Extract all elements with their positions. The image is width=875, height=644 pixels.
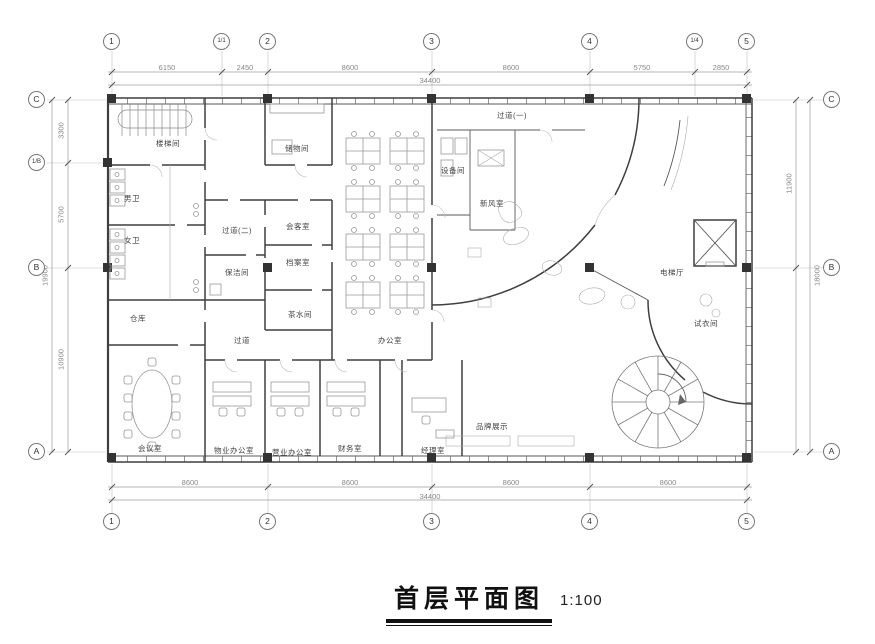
drawing-title: 首层平面图 bbox=[386, 579, 553, 623]
room-label: 财务室 bbox=[338, 444, 362, 453]
dimension-text: 2450 bbox=[236, 63, 254, 72]
dimension-text: 34400 bbox=[419, 76, 441, 85]
room-label: 会客室 bbox=[286, 222, 310, 231]
room-label: 物业办公室 bbox=[214, 446, 254, 455]
elevator-icon bbox=[693, 219, 737, 267]
axis-bubble-1-B: 1/B bbox=[28, 154, 45, 171]
grid-lines bbox=[46, 51, 823, 513]
dimension-lines bbox=[51, 71, 811, 501]
drawing-scale: 1:100 bbox=[560, 592, 603, 609]
room-label: 男卫 bbox=[124, 194, 140, 203]
axis-bubble-4: 4 bbox=[581, 513, 598, 530]
dimension-text: 8600 bbox=[181, 478, 199, 487]
axis-bubble-3: 3 bbox=[423, 513, 440, 530]
dimension-text: 11900 bbox=[784, 173, 794, 194]
dimension-text: 2850 bbox=[712, 63, 730, 72]
dimension-text: 8600 bbox=[341, 63, 359, 72]
curved-walls bbox=[431, 97, 753, 405]
room-label: 设备间 bbox=[441, 166, 465, 175]
axis-bubble-B: B bbox=[28, 259, 45, 276]
room-label: 茶水间 bbox=[288, 310, 312, 319]
room-label: 过道(一) bbox=[497, 111, 527, 120]
room-label: 档案室 bbox=[286, 258, 310, 267]
room-label: 储物间 bbox=[285, 144, 309, 153]
room-label: 试衣间 bbox=[694, 319, 718, 328]
dimension-text: 8600 bbox=[659, 478, 677, 487]
dimension-text: 8600 bbox=[502, 478, 520, 487]
dimension-text: 18000 bbox=[812, 265, 822, 286]
spiral-stair-icon bbox=[611, 355, 705, 449]
dimension-text: 5700 bbox=[56, 206, 66, 223]
axis-bubble-5: 5 bbox=[738, 513, 755, 530]
toilet-fixtures bbox=[109, 165, 199, 300]
columns bbox=[103, 94, 751, 462]
room-label: 仓库 bbox=[130, 314, 146, 323]
room-label: 电梯厅 bbox=[660, 268, 684, 277]
dimension-text: 8600 bbox=[341, 478, 359, 487]
room-label: 营业办公室 bbox=[272, 448, 312, 457]
axis-bubble-2: 2 bbox=[259, 513, 276, 530]
room-label: 过道(二) bbox=[222, 226, 252, 235]
drawing-title-block: 首层平面图 bbox=[386, 579, 553, 626]
room-label: 办公室 bbox=[378, 336, 402, 345]
axis-bubble-5: 5 bbox=[738, 33, 755, 50]
room-label: 保洁间 bbox=[225, 268, 249, 277]
room-label: 品牌展示 bbox=[476, 422, 508, 431]
service-room-walls bbox=[437, 129, 649, 301]
dimension-ticks bbox=[48, 68, 814, 504]
room-label: 楼梯间 bbox=[156, 139, 180, 148]
title-underline bbox=[386, 625, 553, 626]
room-label: 新风室 bbox=[480, 199, 504, 208]
furniture bbox=[123, 103, 505, 451]
dimension-text: 5750 bbox=[633, 63, 651, 72]
axis-bubble-2: 2 bbox=[259, 33, 276, 50]
axis-bubble-1: 1 bbox=[103, 513, 120, 530]
display-items bbox=[445, 201, 721, 447]
axis-bubble-A: A bbox=[823, 443, 840, 460]
axis-bubble-B: B bbox=[823, 259, 840, 276]
axis-bubble-1-1: 1/1 bbox=[213, 33, 230, 50]
door-swings bbox=[149, 127, 553, 373]
dimension-text: 10900 bbox=[56, 349, 66, 370]
dimension-text: 6150 bbox=[158, 63, 176, 72]
dimension-text: 34400 bbox=[419, 492, 441, 501]
axis-bubble-C: C bbox=[823, 91, 840, 108]
dimension-text: 8600 bbox=[502, 63, 520, 72]
axis-bubble-A: A bbox=[28, 443, 45, 460]
axis-bubble-3: 3 bbox=[423, 33, 440, 50]
axis-bubble-1: 1 bbox=[103, 33, 120, 50]
axis-bubble-1-4: 1/4 bbox=[686, 33, 703, 50]
room-label: 经理室 bbox=[421, 446, 445, 455]
axis-bubble-C: C bbox=[28, 91, 45, 108]
room-label: 过道 bbox=[234, 336, 250, 345]
dimension-text: 3300 bbox=[56, 122, 66, 139]
axis-bubble-4: 4 bbox=[581, 33, 598, 50]
stairwell-icon bbox=[117, 104, 193, 136]
room-label: 会议室 bbox=[138, 444, 162, 453]
room-label: 女卫 bbox=[124, 236, 140, 245]
